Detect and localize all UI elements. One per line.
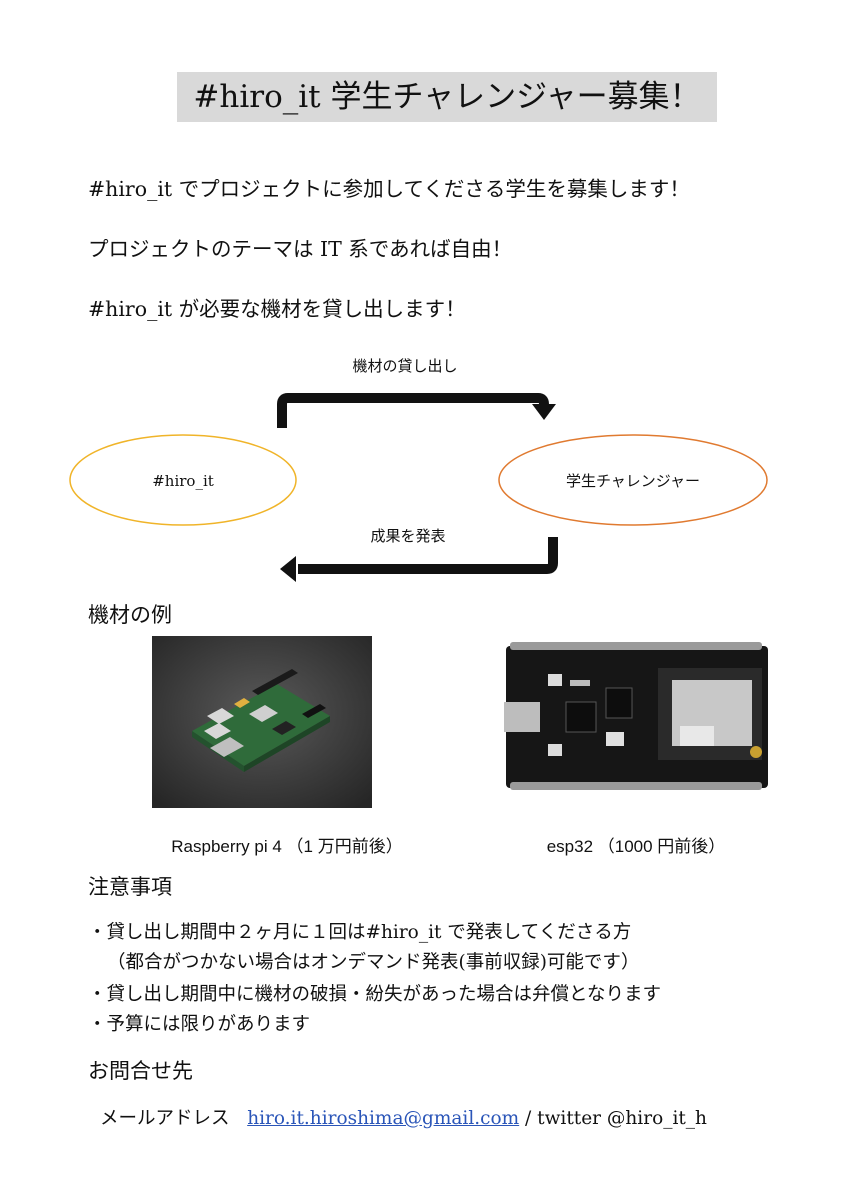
contact-line: メールアドレス hiro.it.hiroshima@gmail.com / tw… <box>100 1104 707 1130</box>
title-background <box>177 72 717 122</box>
hiro-it-node <box>69 434 297 526</box>
bottom-arrow-label: 成果を発表 <box>370 527 445 545</box>
page-title: #hiro_it 学生チャレンジャー募集！ <box>193 79 701 115</box>
raspberry-pi-image <box>152 636 372 808</box>
top-arrow <box>277 393 549 428</box>
note-item-2: ・貸し出し期間中に機材の破損・紛失があった場合は弁償となります <box>88 984 661 1005</box>
note-item-1: ・貸し出し期間中２ヶ月に１回は#hiro_it で発表してくださる方 <box>88 922 632 943</box>
intro-line-1: #hiro_it でプロジェクトに参加してくださる学生を募集します！ <box>88 177 690 201</box>
note-item-1-sub: （都合がつかない場合はオンデマンド発表(事前収録)可能です） <box>107 952 640 973</box>
esp32-image <box>500 640 772 792</box>
twitter-handle: / twitter @hiro_it_h <box>519 1108 707 1129</box>
email-link[interactable]: hiro.it.hiroshima@gmail.com <box>247 1108 520 1129</box>
hiro-it-node-label: #hiro_it <box>152 472 214 490</box>
contact-heading: お問合せ先 <box>88 1059 193 1083</box>
student-node <box>498 434 768 526</box>
raspberry-pi-caption: Raspberry pi 4 （1 万円前後） <box>171 837 403 856</box>
contact-label: メールアドレス <box>100 1108 230 1129</box>
intro-line-3: #hiro_it が必要な機材を貸し出します！ <box>88 297 466 321</box>
equipment-heading: 機材の例 <box>88 603 172 627</box>
intro-line-2: プロジェクトのテーマは IT 系であれば自由！ <box>88 237 513 261</box>
flow-diagram: 機材の貸し出し #hiro_it 学生チャレンジャー 成果を発表 <box>69 357 768 582</box>
note-item-3: ・予算には限りがあります <box>88 1014 311 1035</box>
esp32-caption: esp32 （1000 円前後） <box>546 837 726 856</box>
bottom-arrow <box>298 537 558 574</box>
notes-heading: 注意事項 <box>88 875 172 899</box>
top-arrow-label: 機材の貸し出し <box>352 357 457 375</box>
student-node-label: 学生チャレンジャー <box>566 472 700 490</box>
bottom-arrow-head <box>280 556 296 582</box>
top-arrow-head <box>532 404 556 420</box>
